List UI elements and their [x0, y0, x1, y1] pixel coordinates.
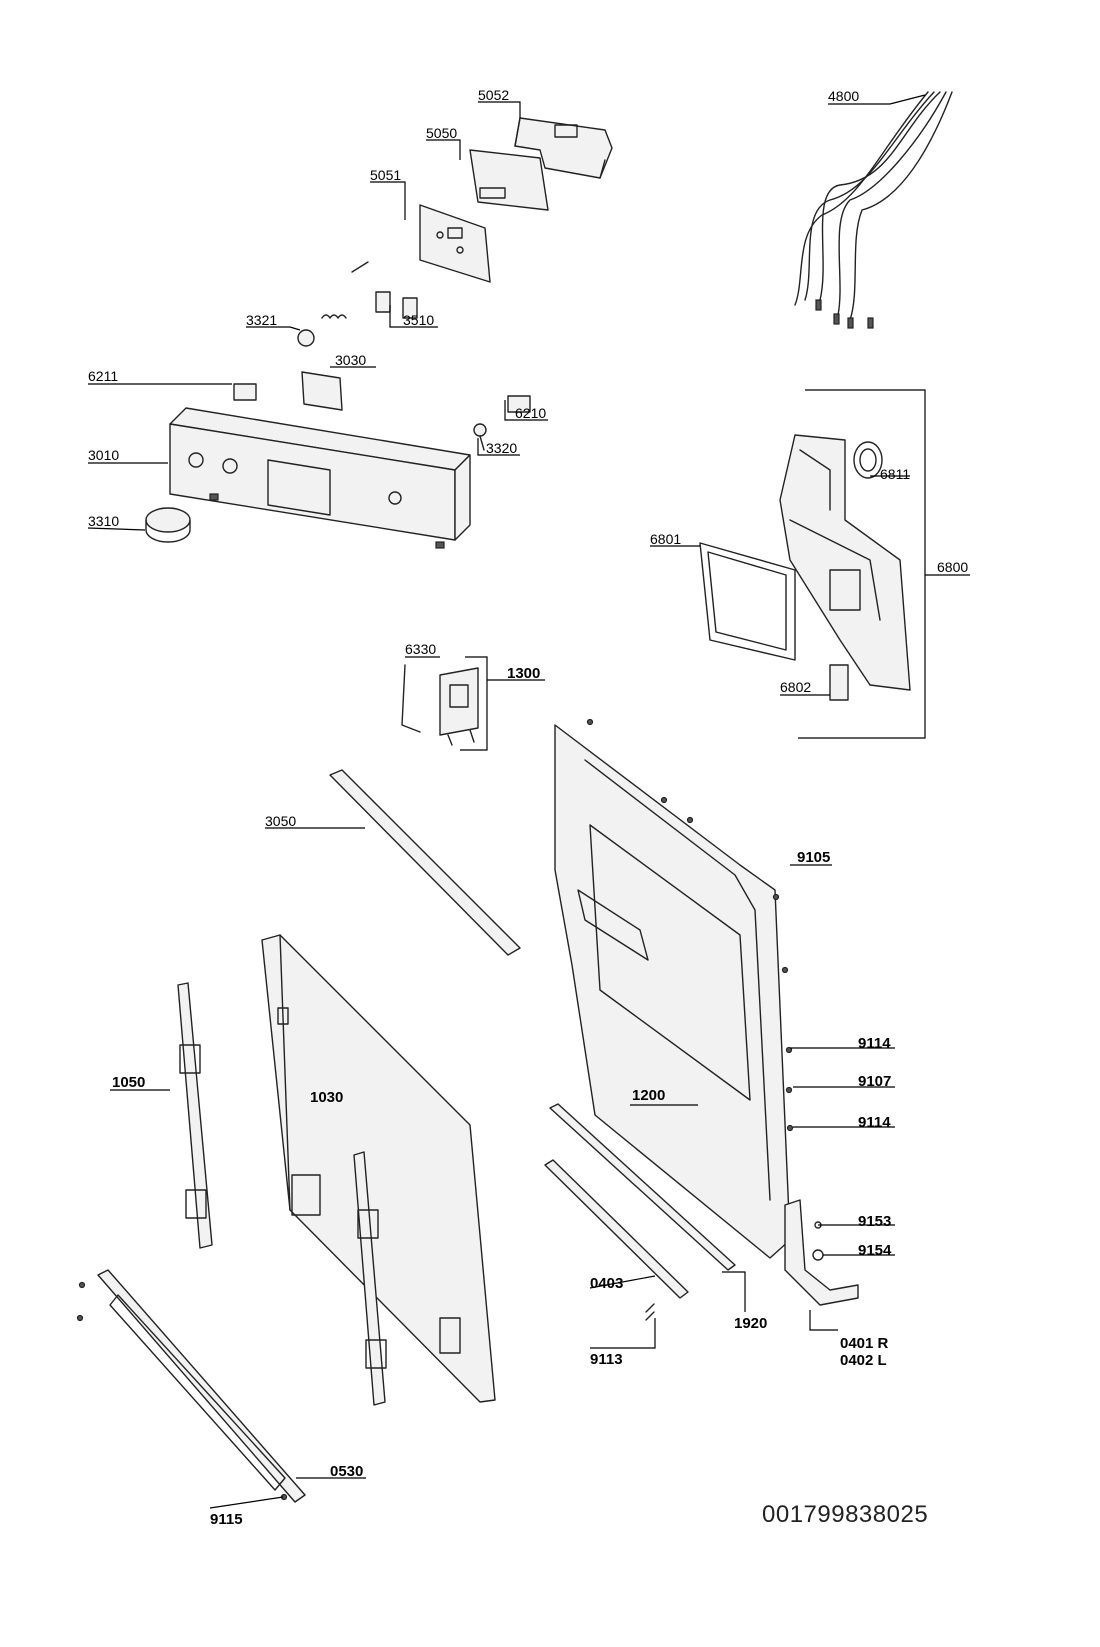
label-1050: 1050	[112, 1074, 145, 1091]
part-6802-actuator	[829, 664, 849, 701]
label-3050: 3050	[265, 813, 296, 829]
label-3310: 3310	[88, 513, 119, 529]
label-6211: 6211	[88, 368, 118, 384]
label-3320: 3320	[486, 440, 517, 456]
part-0530-kickplate	[97, 1269, 306, 1503]
label-6210: 6210	[515, 405, 546, 421]
label-9115: 9115	[210, 1511, 243, 1528]
label-3010: 3010	[88, 447, 119, 463]
part-6210-switch	[507, 395, 531, 413]
label-9153: 9153	[858, 1213, 891, 1230]
part-1050-bracket-right	[353, 1151, 387, 1406]
part-5050-board	[469, 149, 549, 211]
label-6802: 6802	[780, 679, 811, 695]
label-0530: 0530	[330, 1463, 363, 1480]
label-1030: 1030	[310, 1089, 343, 1106]
part-4800-harness	[794, 91, 953, 329]
label-1300: 1300	[507, 665, 540, 682]
part-pin-small	[351, 261, 369, 273]
label-3510: 3510	[403, 312, 434, 328]
part-1300-assembly	[439, 667, 479, 746]
part-0401-hinge	[784, 1199, 859, 1306]
label-9113: 9113	[590, 1351, 623, 1368]
part-9113-screws	[645, 1303, 655, 1321]
label-6800: 6800	[937, 559, 968, 575]
part-3010-control-panel	[169, 407, 471, 549]
label-4800: 4800	[828, 88, 859, 104]
label-9105: 9105	[797, 849, 830, 866]
part-3310-knob	[145, 507, 191, 543]
label-0401-r: 0401 R	[840, 1335, 889, 1352]
label-6330: 6330	[405, 641, 436, 657]
label-6801: 6801	[650, 531, 681, 547]
label-6811: 6811	[880, 466, 910, 482]
label-3321: 3321	[246, 312, 277, 328]
label-3030: 3030	[335, 352, 366, 368]
label-9107: 9107	[858, 1073, 891, 1090]
part-3321-knob-spring	[297, 314, 347, 347]
part-5052-bracket	[514, 117, 613, 179]
document-number: 001799838025	[762, 1501, 928, 1528]
part-6811-seal	[853, 441, 883, 479]
part-5051-board	[419, 204, 491, 283]
label-1920: 1920	[734, 1315, 767, 1332]
label-9154: 9154	[858, 1242, 892, 1259]
part-3320-button	[473, 423, 487, 451]
label-5050: 5050	[426, 125, 457, 141]
part-labels: 5052 5050 5051 4800 3321 3510 6211 3030 …	[88, 87, 968, 1528]
part-6330-bracket	[401, 664, 421, 733]
part-3050-seal-strip	[329, 769, 521, 956]
part-1920-rail	[549, 1103, 736, 1271]
part-6800-dispenser	[779, 434, 911, 691]
part-6211-clip	[233, 383, 257, 401]
label-9114-upper: 9114	[858, 1035, 891, 1052]
part-6801-gasket	[699, 542, 796, 661]
leader-lines	[87, 94, 970, 1509]
label-0403: 0403	[590, 1275, 623, 1292]
part-0403-rail	[544, 1159, 689, 1299]
part-1050-bracket-left	[177, 982, 213, 1249]
part-1200-inner-door	[554, 718, 794, 1259]
part-3030-bracket	[301, 371, 343, 411]
label-5051: 5051	[370, 167, 401, 183]
part-1030-outer-door	[261, 934, 496, 1403]
part-3510-switches	[375, 291, 418, 319]
label-1200: 1200	[632, 1087, 665, 1104]
label-5052: 5052	[478, 87, 509, 103]
label-9114-lower: 9114	[858, 1114, 891, 1131]
label-0402-l: 0402 L	[840, 1352, 887, 1369]
